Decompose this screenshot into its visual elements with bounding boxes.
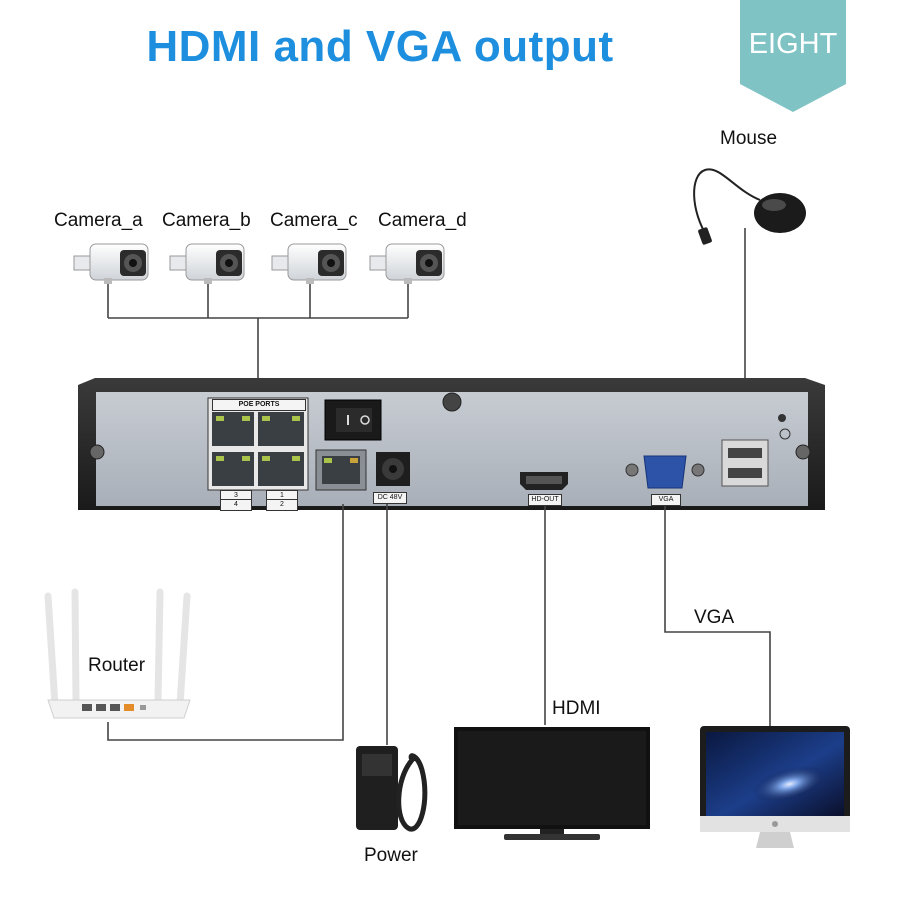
badge-ribbon bbox=[740, 0, 846, 112]
poe-port-4-label: 4 bbox=[220, 499, 252, 511]
power-adapter-icon bbox=[356, 746, 428, 832]
vga-port-label: VGA bbox=[651, 494, 681, 506]
camera-d-icon bbox=[369, 243, 445, 284]
power-label: Power bbox=[364, 845, 418, 866]
vga-cable bbox=[664, 504, 771, 728]
router-label: Router bbox=[88, 655, 146, 676]
camera-b-icon bbox=[169, 243, 245, 284]
imac-computer-icon bbox=[700, 726, 850, 848]
tv-monitor-icon bbox=[454, 727, 650, 840]
camera-a-icon bbox=[73, 243, 149, 284]
hdmi-label: HDMI bbox=[552, 698, 601, 719]
hdmi-port-label: HD-OUT bbox=[528, 494, 562, 506]
vga-label: VGA bbox=[694, 607, 735, 628]
camera-c-label: Camera_c bbox=[270, 210, 358, 231]
camera-d-label: Camera_d bbox=[378, 210, 467, 231]
mouse-label: Mouse bbox=[720, 128, 778, 149]
poe-port-2-label: 2 bbox=[266, 499, 298, 511]
camera-b-label: Camera_b bbox=[162, 210, 251, 231]
camera-a-label: Camera_a bbox=[54, 210, 143, 231]
camera-c-icon bbox=[271, 243, 347, 284]
router-cable bbox=[107, 504, 344, 741]
page-title: HDMI and VGA output bbox=[146, 22, 614, 71]
mouse-icon bbox=[693, 168, 806, 245]
badge-text: EIGHT bbox=[748, 28, 838, 60]
poe-ports-label: POE PORTS bbox=[212, 399, 306, 411]
dc-port-label: DC 48V bbox=[373, 492, 407, 504]
nvr-recorder bbox=[78, 378, 825, 510]
router-icon bbox=[44, 588, 191, 719]
